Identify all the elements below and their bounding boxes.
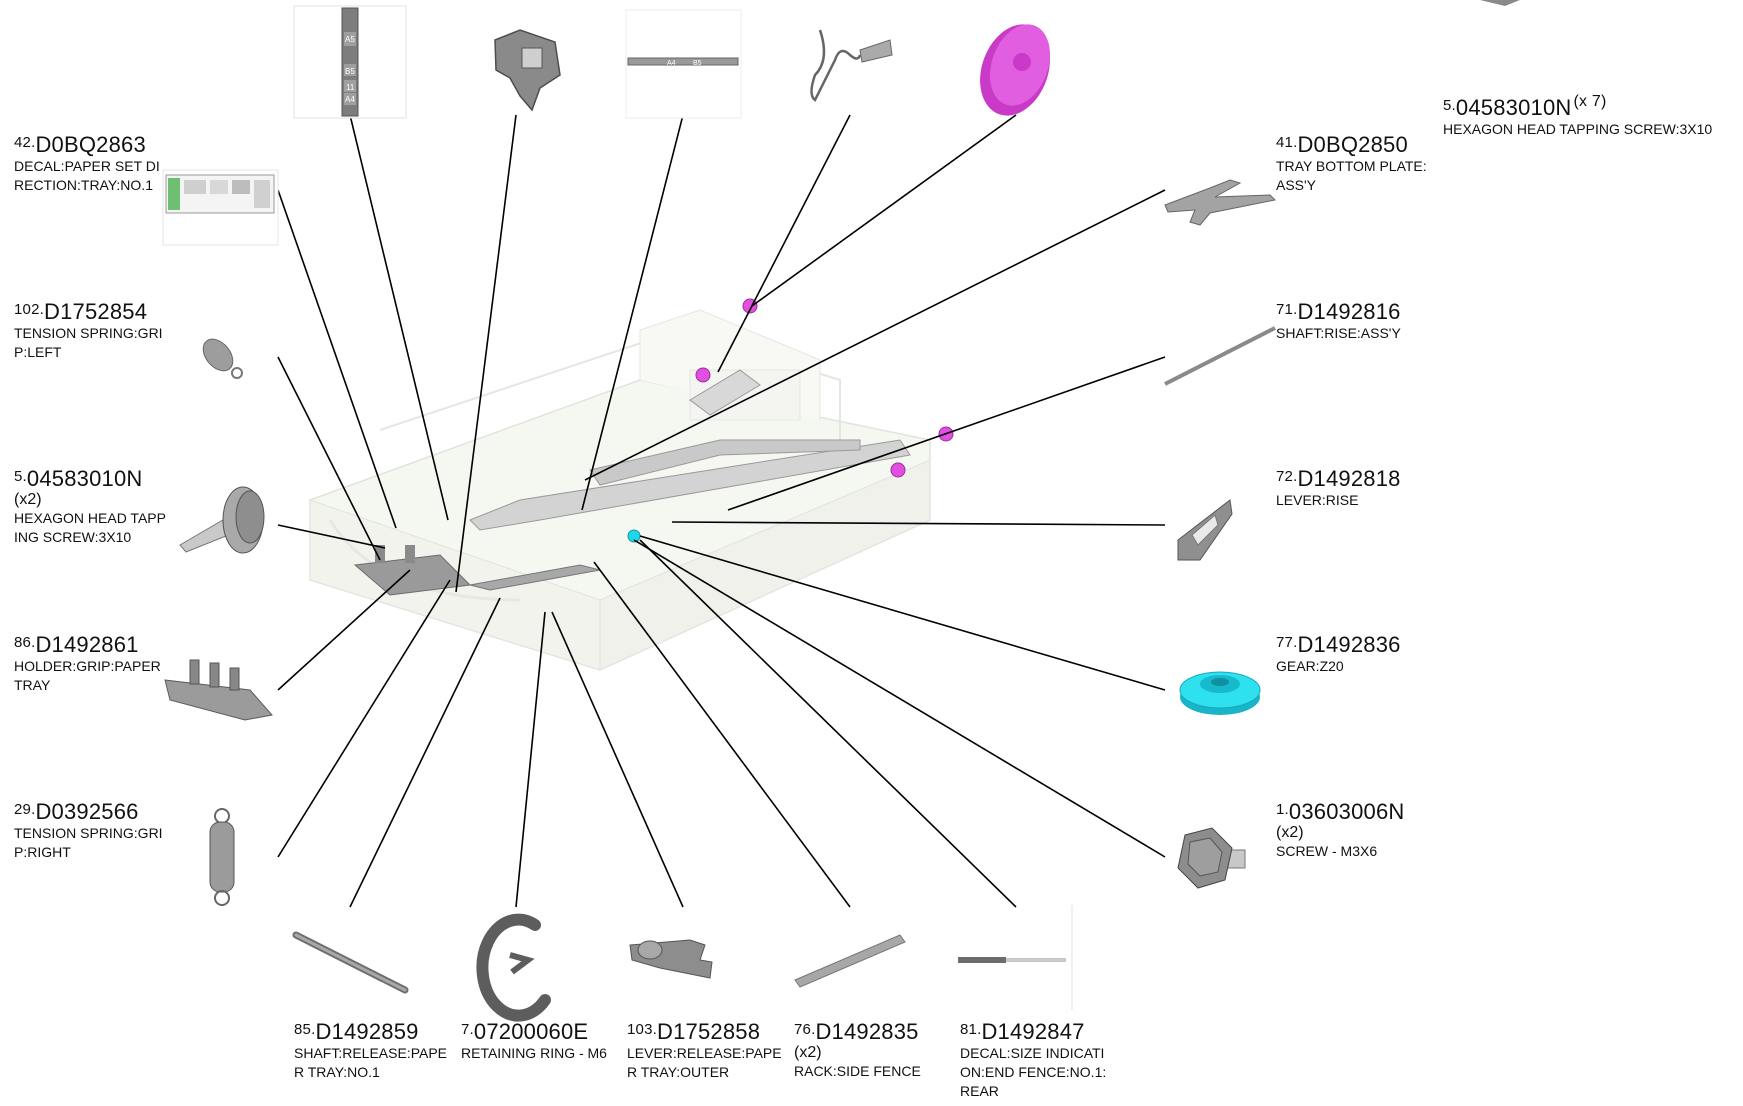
part-number: 1.03603006N xyxy=(1276,799,1405,824)
thumb-label: A4 xyxy=(345,95,355,104)
tension-spring-left-thumb xyxy=(202,338,243,379)
part-description: TENSION SPRING:GRIP:LEFT xyxy=(14,325,163,360)
part-number: 72.D1492818 xyxy=(1276,466,1401,491)
tension-spring-right-thumb xyxy=(209,808,235,906)
screw-m3x6-thumb xyxy=(1177,827,1246,889)
part-description: GEAR:Z20 xyxy=(1276,658,1344,674)
size-indicator-label-thumb: A5 B5 11 A4 xyxy=(293,5,407,119)
part-description: TRAY BOTTOM PLATE:ASS'Y xyxy=(1276,158,1427,193)
part-number: 86.D1492861 xyxy=(14,632,139,657)
thumb-label: A5 xyxy=(345,35,355,44)
tapping-screw-thumb xyxy=(179,486,265,554)
retaining-ring-thumb xyxy=(476,913,551,1022)
callout-81: 81.D1492847 DECAL:SIZE INDICATION:END FE… xyxy=(960,1020,1115,1101)
part-number: 102.D1752854 xyxy=(14,299,148,324)
direction-decal-thumb xyxy=(162,169,279,246)
callout-42: 42.D0BQ2863 DECAL:PAPER SET DIRECTION:TR… xyxy=(14,133,169,195)
part-description: SHAFT:RISE:ASS'Y xyxy=(1276,325,1401,341)
thumb-label: B5 xyxy=(345,67,355,76)
thumb-label: 11 xyxy=(346,83,355,92)
part-description: TENSION SPRING:GRIP:RIGHT xyxy=(14,825,163,860)
part-number: 71.D1492816 xyxy=(1276,299,1401,324)
callout-86: 86.D1492861 HOLDER:GRIP:PAPER TRAY xyxy=(14,633,169,695)
part-description: LEVER:RELEASE:PAPER TRAY:OUTER xyxy=(627,1045,782,1080)
callout-7: 7.07200060E RETAINING RING - M6 xyxy=(461,1020,616,1063)
torsion-spring-thumb xyxy=(810,29,893,102)
rise-lever-thumb xyxy=(1177,499,1233,561)
bottom-plate-in-tray xyxy=(469,369,911,531)
corner-part-fragment xyxy=(1480,0,1520,6)
roller-wheel-thumb xyxy=(980,24,1050,116)
part-description: DECAL:SIZE INDICATION:END FENCE:NO.1:REA… xyxy=(960,1045,1107,1099)
callout-71: 71.D1492816 SHAFT:RISE:ASS'Y xyxy=(1276,300,1431,343)
callout-76: 76.D1492835 (x2) RACK:SIDE FENCE xyxy=(794,1020,949,1081)
part-description: LEVER:RISE xyxy=(1276,492,1359,508)
quantity: (x 7) xyxy=(1573,93,1607,110)
end-fence-decal-thumb xyxy=(958,905,1073,1010)
side-fence-rack-thumb xyxy=(794,934,906,988)
part-description: SCREW - M3X6 xyxy=(1276,843,1378,859)
callout-1: 1.03603006N (x2) SCREW - M3X6 xyxy=(1276,800,1431,861)
part-number: 81.D1492847 xyxy=(960,1019,1085,1044)
release-shaft-thumb xyxy=(292,931,409,994)
part-description: RACK:SIDE FENCE xyxy=(794,1063,921,1079)
bottom-plate-thumb xyxy=(1164,179,1277,226)
rise-shaft-thumb xyxy=(1164,326,1276,386)
roller-marker xyxy=(890,462,906,478)
roller-marker xyxy=(695,367,711,383)
ruler-label: B5 xyxy=(693,60,702,67)
part-number: 77.D1492836 xyxy=(1276,632,1401,657)
part-number: 5.04583010N(x 7) xyxy=(1443,93,1607,120)
callout-72: 72.D1492818 LEVER:RISE xyxy=(1276,467,1431,510)
part-number: 76.D1492835 xyxy=(794,1019,919,1044)
part-number: 41.D0BQ2850 xyxy=(1276,132,1408,157)
bracket-part-thumb xyxy=(494,29,561,112)
part-number: 7.07200060E xyxy=(461,1019,589,1044)
part-description: RETAINING RING - M6 xyxy=(461,1045,607,1061)
callout-102: 102.D1752854 TENSION SPRING:GRIP:LEFT xyxy=(14,300,169,362)
callout-29: 29.D0392566 TENSION SPRING:GRIP:RIGHT xyxy=(14,800,169,862)
grip-holder-thumb xyxy=(164,659,273,721)
leader-lines xyxy=(277,114,1166,908)
quantity: (x2) xyxy=(794,1044,822,1061)
gear-z20-thumb xyxy=(1179,671,1261,715)
callout-103: 103.D1752858 LEVER:RELEASE:PAPER TRAY:OU… xyxy=(627,1020,782,1082)
part-number: 29.D0392566 xyxy=(14,799,139,824)
part-number: 85.D1492859 xyxy=(294,1019,419,1044)
ruler-label: A4 xyxy=(667,60,676,67)
callout-5-x2: 5.04583010N (x2) HEXAGON HEAD TAPPING SC… xyxy=(14,467,169,547)
release-lever-thumb xyxy=(629,939,713,979)
quantity: (x2) xyxy=(14,491,42,508)
callout-5-x7: 5.04583010N(x 7) HEXAGON HEAD TAPPING SC… xyxy=(1443,93,1743,139)
size-ruler-thumb: A4 B5 xyxy=(625,9,742,119)
part-description: SHAFT:RELEASE:PAPER TRAY:NO.1 xyxy=(294,1045,448,1080)
part-description: HEXAGON HEAD TAPPING SCREW:3X10 xyxy=(14,510,166,545)
grip-holder-in-tray xyxy=(353,545,472,596)
callout-77: 77.D1492836 GEAR:Z20 xyxy=(1276,633,1431,676)
part-number: 103.D1752858 xyxy=(627,1019,761,1044)
part-number: 42.D0BQ2863 xyxy=(14,132,146,157)
part-description: HOLDER:GRIP:PAPER TRAY xyxy=(14,658,161,693)
callout-41: 41.D0BQ2850 TRAY BOTTOM PLATE:ASS'Y xyxy=(1276,133,1431,195)
part-description: DECAL:PAPER SET DIRECTION:TRAY:NO.1 xyxy=(14,158,160,193)
quantity: (x2) xyxy=(1276,824,1304,841)
part-number: 5.04583010N xyxy=(14,466,143,491)
callout-85: 85.D1492859 SHAFT:RELEASE:PAPER TRAY:NO.… xyxy=(294,1020,449,1082)
part-description: HEXAGON HEAD TAPPING SCREW:3X10 xyxy=(1443,121,1713,137)
